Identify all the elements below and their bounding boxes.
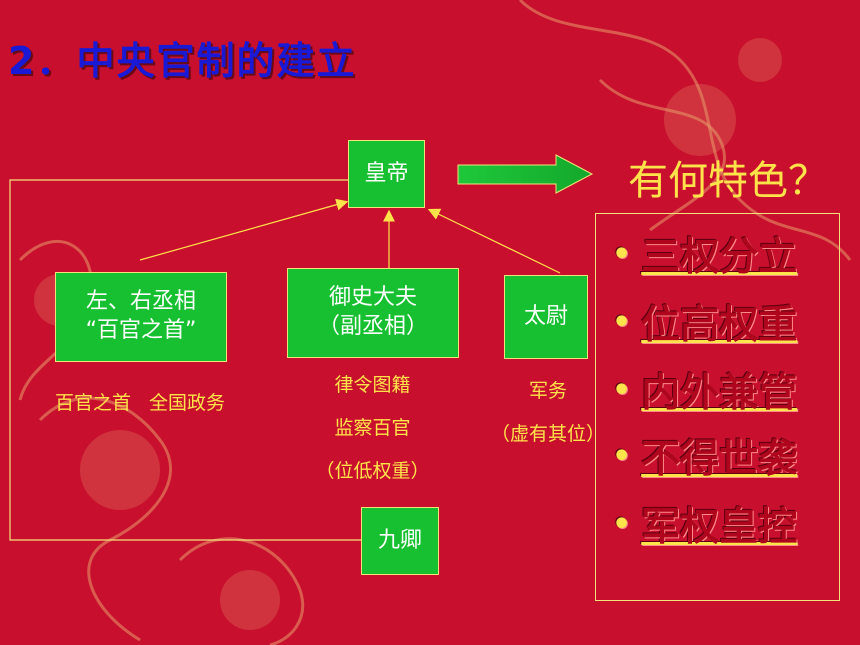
features-panel: [595, 213, 840, 601]
bullet-icon: •: [612, 372, 632, 408]
feature-text[interactable]: 军权皇控: [641, 505, 798, 550]
censor-box: 御史大夫 （副丞相）: [287, 268, 459, 358]
nine-ministers-box: 九卿: [361, 507, 439, 575]
chancellors-box: 左、右丞相 “百官之首”: [55, 272, 227, 362]
bullet-icon: •: [612, 304, 632, 340]
chancellors-line2: “百官之首”: [85, 318, 197, 343]
feature-text[interactable]: 位高权重: [641, 303, 798, 348]
censor-note-3: （位低权重）: [315, 460, 430, 482]
feature-text[interactable]: 不得世袭: [641, 437, 798, 482]
chancellors-line1: 左、右丞相: [85, 289, 196, 315]
commandant-note-2: （虚有其位）: [490, 423, 605, 445]
commandant-box: 太尉: [504, 275, 588, 359]
bullet-icon: •: [612, 236, 632, 272]
emperor-box: 皇帝: [348, 140, 425, 208]
page-title: 2．中央官制的建立: [8, 39, 357, 83]
feature-item[interactable]: • 不得世袭: [612, 428, 797, 484]
feature-item[interactable]: • 三权分立: [612, 226, 797, 282]
chancellors-note: 百官之首 全国政务: [54, 392, 226, 414]
censor-note-1: 律令图籍: [334, 374, 411, 396]
emperor-label: 皇帝: [364, 160, 409, 186]
bullet-icon: •: [612, 438, 632, 474]
censor-note-2: 监察百官: [334, 417, 411, 439]
feature-item[interactable]: • 内外兼管: [612, 362, 797, 418]
feature-text[interactable]: 三权分立: [641, 235, 798, 280]
commandant-note-1: 军务: [528, 380, 567, 402]
nine-ministers-label: 九卿: [377, 527, 422, 553]
bullet-icon: •: [612, 506, 632, 542]
feature-item[interactable]: • 军权皇控: [612, 496, 797, 552]
commandant-label: 太尉: [523, 303, 568, 329]
censor-line2: （副丞相）: [317, 314, 428, 339]
question-heading: 有何特色？: [628, 158, 828, 204]
censor-line1: 御史大夫: [328, 285, 417, 311]
feature-item[interactable]: • 位高权重: [612, 294, 797, 350]
feature-text[interactable]: 内外兼管: [641, 371, 798, 416]
